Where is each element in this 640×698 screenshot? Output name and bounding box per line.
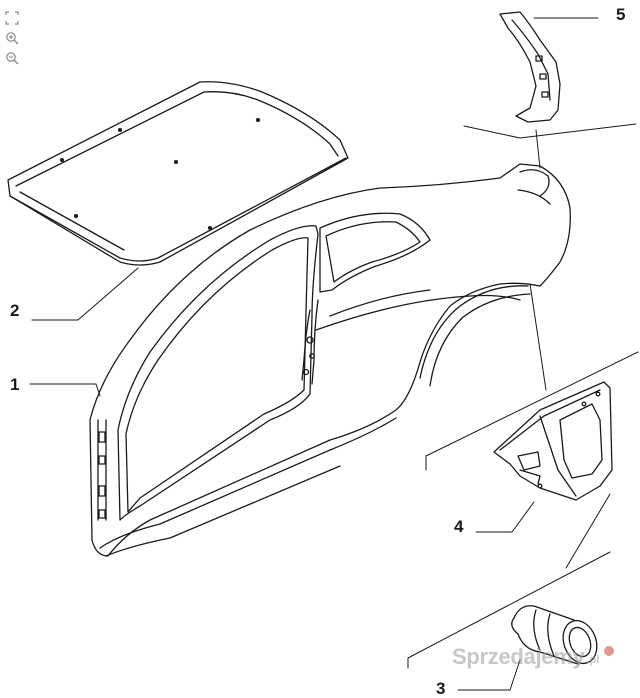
zoom-in-icon (6, 32, 19, 45)
pillar-reinforcement-bracket[interactable] (499, 11, 561, 123)
side-body-panel[interactable] (89, 163, 571, 557)
watermark-text: Sprzedajemy (452, 644, 585, 669)
roof-panel[interactable] (7, 81, 349, 266)
rear-inner-bracket[interactable] (493, 381, 613, 501)
watermark: Sprzedajemy .pl (452, 644, 614, 670)
viewer-toolbar (4, 10, 20, 66)
callout-1: 1 (10, 375, 20, 394)
leader-2 (31, 267, 139, 321)
leader-lines (29, 17, 639, 691)
watermark-dot (604, 646, 614, 656)
callout-5: 5 (616, 5, 626, 24)
fullscreen-button[interactable] (4, 10, 20, 26)
zoom-out-button[interactable] (4, 50, 20, 66)
leader-4 (475, 501, 535, 533)
watermark-suffix: .pl (586, 654, 600, 666)
callout-3: 3 (436, 679, 446, 698)
fullscreen-icon (5, 11, 19, 25)
fuel-filler-housing[interactable] (511, 605, 603, 668)
leader-3 (457, 659, 521, 691)
leader-1 (29, 383, 101, 397)
callout-2: 2 (10, 301, 20, 320)
zoom-in-button[interactable] (4, 30, 20, 46)
callout-4: 4 (454, 517, 464, 536)
zoom-out-icon (6, 52, 19, 65)
